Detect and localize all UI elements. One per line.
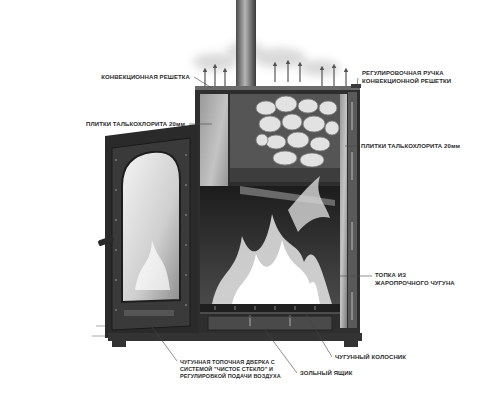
callout-label: ЧУГУННАЯ ТОПОЧНАЯ ДВЕРКА С СИСТЕМОЙ "ЧИС… <box>180 359 285 380</box>
leg <box>344 341 358 347</box>
stone-compartment <box>230 94 340 182</box>
stove-base <box>108 333 362 341</box>
convection-arrows <box>205 62 346 86</box>
door <box>112 138 190 330</box>
glass-reflection <box>135 240 170 290</box>
grate <box>200 304 340 312</box>
convection-grille <box>195 86 360 90</box>
front-panel <box>105 124 198 338</box>
leader-lines <box>152 77 372 373</box>
callout-label: ТОПКА ИЗ ЖАРОПРОЧНОГО ЧУГУНА <box>375 272 455 287</box>
air-regulator <box>124 310 174 316</box>
callout-label: ЧУГУННЫЙ КОЛОСНИК <box>335 354 406 362</box>
callout-label: ПЛИТКИ ТАЛЬКОХЛОРИТА 20мм <box>361 143 460 151</box>
sauna-stones <box>256 96 339 167</box>
door-handle <box>97 235 114 246</box>
convection-channel <box>348 92 357 328</box>
channel-arrows <box>352 100 353 320</box>
grate-slots <box>215 306 315 310</box>
door-glass <box>122 152 180 302</box>
callout-label: РЕГУЛИРОВОЧНАЯ РУЧКА КОНВЕКЦИОННОЙ РЕШЕТ… <box>362 70 462 85</box>
stove-casing <box>195 88 360 333</box>
grille-handle <box>351 84 361 88</box>
leg <box>112 341 126 347</box>
tile-right <box>340 94 347 328</box>
callout-label: ПЛИТКИ ТАЛЬКОХЛОРИТА 20мм <box>86 121 185 129</box>
callout-label: ЗОЛЬНЫЙ ЯЩИК <box>300 370 353 378</box>
door-rivets <box>115 154 187 311</box>
callout-label: КОНВЕКЦИОННАЯ РЕШЕТКА <box>101 74 190 82</box>
ash-box <box>208 316 332 330</box>
stone-tray <box>230 168 340 182</box>
flames <box>212 176 332 304</box>
